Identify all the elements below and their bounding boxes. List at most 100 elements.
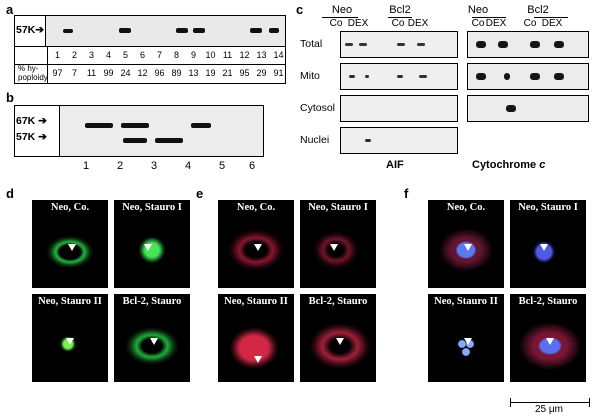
arrowhead-icon	[66, 338, 74, 345]
lane-number: 13	[256, 50, 267, 60]
lane-number: 3	[150, 160, 158, 172]
aif-blot-row	[340, 95, 458, 122]
micrograph-d-2: Neo, Stauro I	[114, 200, 190, 288]
lane-number: 4	[184, 160, 192, 172]
cytochrome-blot-row	[467, 95, 589, 122]
row-label: Mito	[300, 70, 320, 82]
group-underline	[534, 17, 568, 18]
micrograph-e-2: Neo, Stauro I	[300, 200, 376, 288]
lane-number: 7	[156, 50, 162, 60]
hypoploidy-value: 95	[239, 68, 250, 78]
lane-number: 14	[273, 50, 284, 60]
lane-number: 2	[71, 50, 77, 60]
arrowhead-icon	[540, 244, 548, 251]
condition-header: DEX	[541, 18, 563, 29]
row-label: Total	[300, 38, 323, 50]
condition-header: Co	[329, 18, 343, 29]
panel-b-label: b	[6, 90, 14, 105]
aif-blot-row	[340, 127, 458, 154]
lane-number: 6	[139, 50, 145, 60]
row-label: Nuclei	[300, 134, 330, 146]
blot-band	[506, 105, 516, 112]
arrowhead-icon	[68, 244, 76, 251]
lane-number: 1	[82, 160, 90, 172]
aif-blot-row	[340, 31, 458, 58]
cell-fluorescence	[510, 200, 586, 288]
hypoploidy-value: 99	[103, 68, 114, 78]
panel-f-label: f	[404, 186, 409, 201]
blot-band	[504, 73, 510, 80]
blot-band	[349, 75, 355, 78]
micrograph-f-1: Neo, Co.	[428, 200, 504, 288]
cytochrome-blot-frame	[467, 31, 589, 123]
blot-band	[554, 73, 564, 80]
micrograph-e-3: Neo, Stauro II	[218, 294, 294, 382]
panel-c-label: c	[296, 2, 304, 17]
hypoploidy-value: 21	[222, 68, 233, 78]
aif-title: AIF	[386, 159, 404, 171]
blot-band	[476, 73, 486, 80]
micrograph-d-3: Neo, Stauro II	[32, 294, 108, 382]
group-header: Bcl2	[389, 4, 411, 16]
cytochrome-blot-row	[467, 31, 589, 58]
hypoploidy-value: 7	[71, 68, 77, 78]
blot-band	[498, 41, 508, 48]
arrowhead-icon	[464, 338, 472, 345]
arrowhead-icon	[144, 244, 152, 251]
hypoploidy-value: 96	[154, 68, 165, 78]
lane-number: 1	[54, 50, 60, 60]
blot-band	[530, 41, 540, 48]
lane-number: 5	[122, 50, 128, 60]
blot-band	[359, 43, 367, 46]
group-underline	[388, 17, 412, 18]
lane-number: 2	[116, 160, 124, 172]
cytochrome-title: Cytochrome c	[472, 159, 546, 171]
blot-band	[417, 43, 425, 46]
lane-number: 3	[88, 50, 94, 60]
hypoploidy-value: 29	[256, 68, 267, 78]
hypoploidy-value: 19	[205, 68, 216, 78]
panel-d-label: d	[6, 186, 14, 201]
group-underline	[472, 17, 506, 18]
hypoploidy-value: 91	[273, 68, 284, 78]
panel-a-blot	[14, 15, 286, 47]
condition-header: DEX	[485, 18, 507, 29]
micrograph-f-3: Neo, Stauro II	[428, 294, 504, 382]
marker-57k-b: 57K ➔	[16, 131, 47, 143]
blot-band	[476, 41, 486, 48]
condition-header: Co	[523, 18, 537, 29]
arrowhead-icon	[336, 338, 344, 345]
group-header: Bcl2	[527, 4, 549, 16]
hypoploidy-value: 13	[188, 68, 199, 78]
marker-57k-a: 57K➔	[16, 24, 45, 36]
lane-number: 4	[105, 50, 111, 60]
marker-67k-b: 67K ➔	[16, 115, 47, 127]
condition-header: DEX	[407, 18, 429, 29]
arrowhead-icon	[464, 244, 472, 251]
arrowhead-icon	[546, 338, 554, 345]
micrograph-d-1: Neo, Co.	[32, 200, 108, 288]
condition-header: Co	[391, 18, 405, 29]
cell-fluorescence	[218, 294, 294, 382]
lane-number: 5	[218, 160, 226, 172]
panel-b-blot	[14, 105, 264, 157]
blot-band	[530, 73, 540, 80]
blot-band	[365, 139, 371, 142]
micrograph-e-4: Bcl-2, Stauro	[300, 294, 376, 382]
arrowhead-icon	[254, 244, 262, 251]
group-header: Neo	[467, 4, 489, 16]
cell-fluorescence	[300, 200, 376, 288]
panel-a-label: a	[6, 2, 14, 17]
blot-band	[345, 43, 353, 46]
blot-band	[365, 75, 369, 78]
scale-bar	[510, 398, 590, 408]
lane-number: 9	[190, 50, 196, 60]
hypoploidy-value: 11	[86, 68, 97, 78]
lane-number: 11	[222, 50, 233, 60]
cytochrome-blot-row	[467, 63, 589, 90]
arrowhead-icon	[254, 356, 262, 363]
lane-number: 8	[173, 50, 179, 60]
hypoploidy-value: 24	[120, 68, 131, 78]
